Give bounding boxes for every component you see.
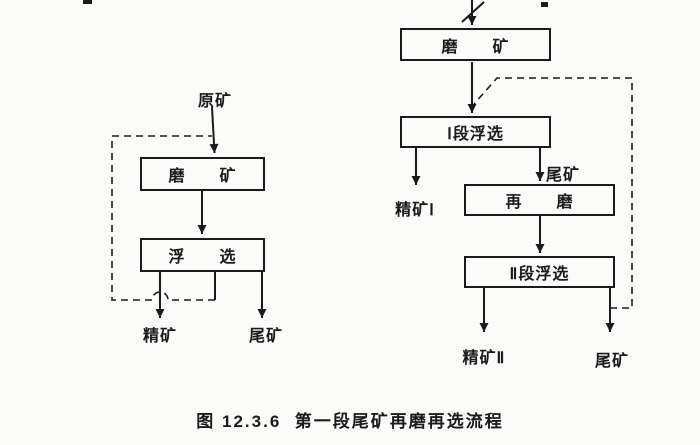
left-recycle-dashed-line <box>111 135 215 301</box>
right-grinding-box-label: 磨 矿 <box>441 38 510 56</box>
left-grinding-box-label: 磨 矿 <box>168 168 237 185</box>
scan-artifact <box>83 0 92 4</box>
left-feed-label: 原矿 <box>197 93 232 110</box>
left-concentrate-label: 精矿 <box>142 328 177 345</box>
right-stage1-flotation-box-label: Ⅰ段浮选 <box>447 126 504 143</box>
figure-caption: 图 12.3.6 第一段尾矿再磨再选流程 <box>196 412 504 431</box>
right-grinding-box: 磨 矿 <box>400 28 551 61</box>
right-stage2-flotation-box: Ⅱ段浮选 <box>464 256 615 288</box>
right-stage2-flotation-box-label: Ⅱ段浮选 <box>509 266 570 283</box>
right-stage1-flotation-box: Ⅰ段浮选 <box>400 116 551 148</box>
left-flotation-box-label: 浮 选 <box>168 249 237 266</box>
right-tailings-out-label: 尾矿 <box>594 353 629 370</box>
right-concentrate2-label: 精矿Ⅱ <box>462 350 506 367</box>
left-grinding-box: 磨 矿 <box>140 157 265 191</box>
scan-artifact <box>541 2 548 7</box>
left-flotation-box: 浮 选 <box>140 238 265 272</box>
left-tailings-label: 尾矿 <box>248 328 283 345</box>
right-recycle-dashed-line <box>473 77 633 309</box>
right-regrind-box: 再 磨 <box>464 184 615 216</box>
right-concentrate1-label: 精矿Ⅰ <box>395 202 435 219</box>
left-feed-line <box>209 106 219 154</box>
right-regrind-box-label: 再 磨 <box>505 194 574 211</box>
right-tailings-mid-label: 尾矿 <box>546 167 581 184</box>
